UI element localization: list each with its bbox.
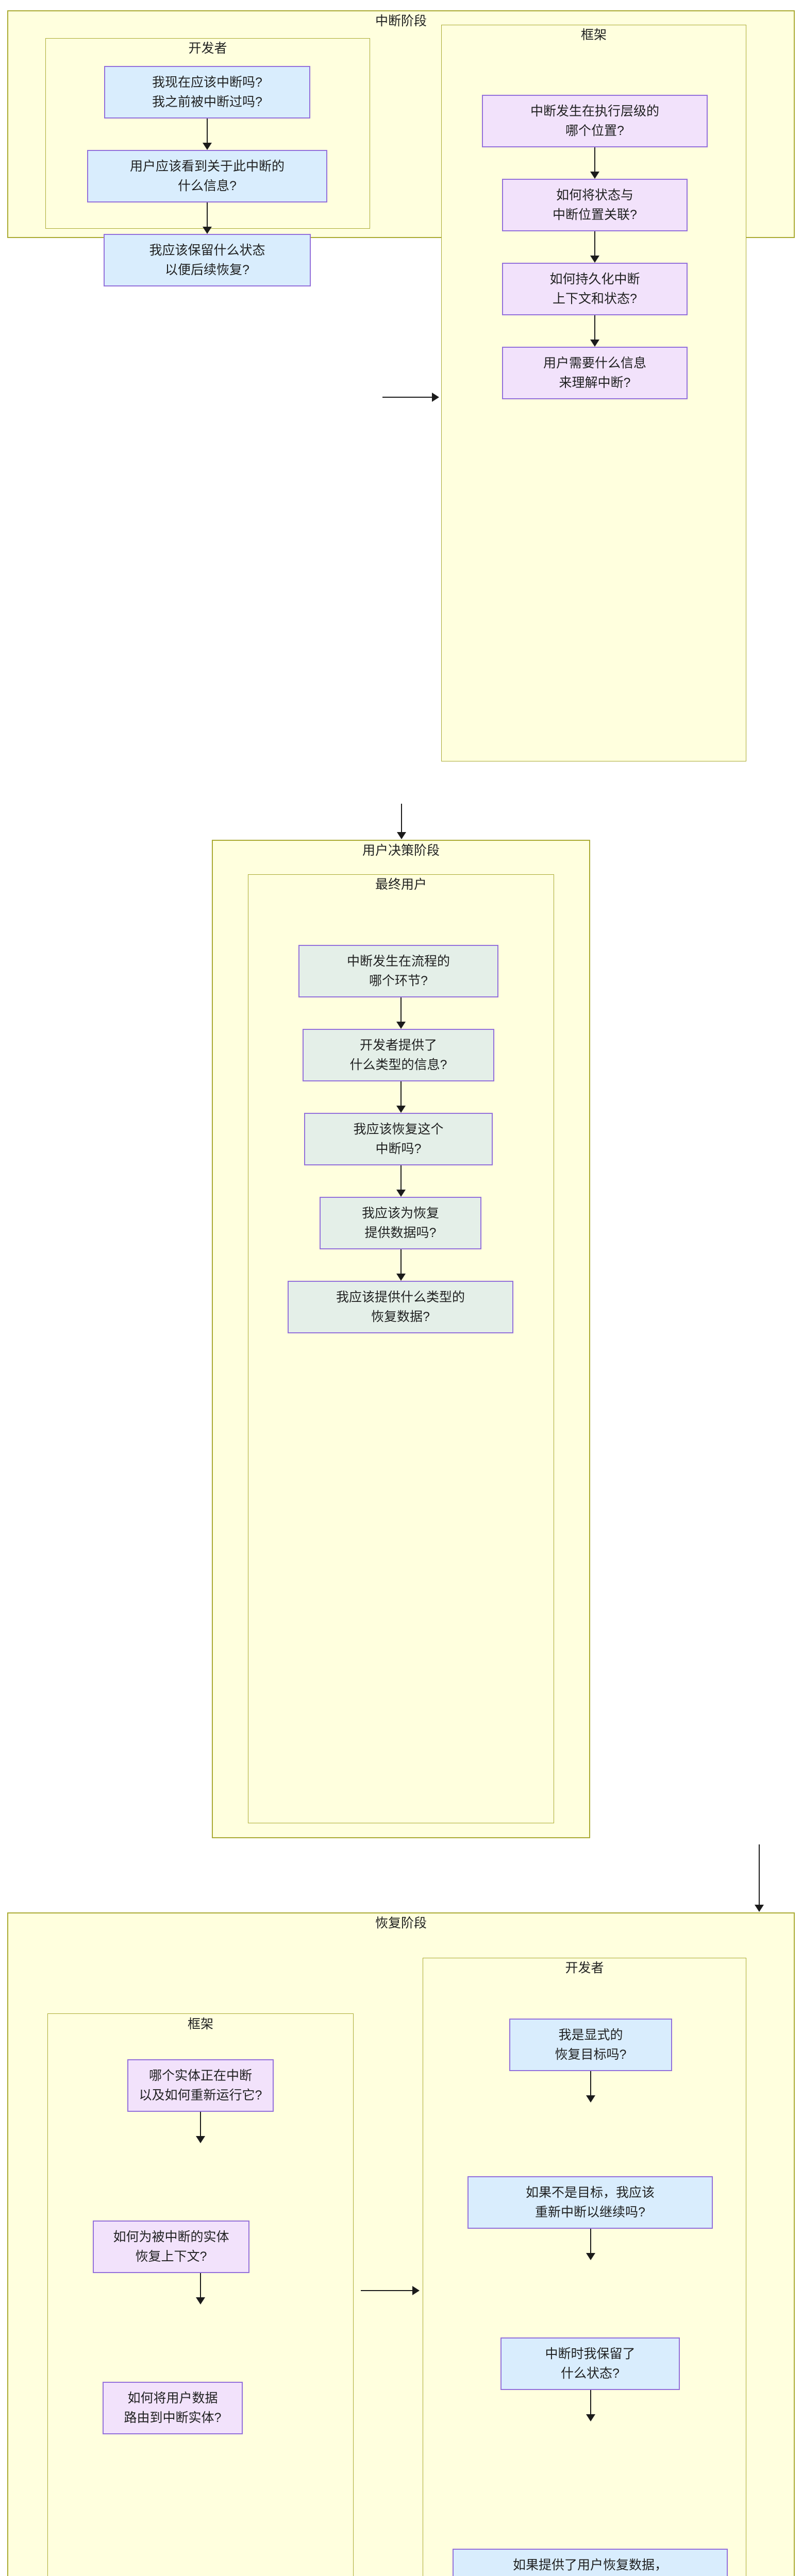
node-u1-label: 中断发生在流程的 哪个环节?	[346, 954, 450, 988]
edge-f1-f2-arrowhead	[590, 172, 599, 179]
edge-rf2-rf3-arrowhead	[196, 2297, 205, 2304]
node-d1-label: 我现在应该中断吗? 我之前被中断过吗?	[152, 75, 262, 109]
edge-phase2-to-phase3-seg1	[759, 1844, 760, 1906]
edge-f3-f4	[594, 315, 595, 341]
edge-phase1-to-phase2	[401, 804, 402, 834]
node-d2-label: 用户应该看到关于此中断的 什么信息?	[129, 159, 285, 193]
edge-u4-u5	[400, 1249, 402, 1275]
edge-rf1-rf2-arrowhead	[196, 2136, 205, 2143]
node-rd4[interactable]: 如果提供了用户恢复数据， 该如何处理?	[453, 2549, 728, 2576]
edge-framework-to-developer-phase3-arrowhead	[412, 2286, 420, 2295]
node-d3[interactable]: 我应该保留什么状态 以便后续恢复?	[104, 234, 311, 286]
edge-rd3-rd4	[590, 2390, 591, 2416]
cluster-title-phase-user-decision: 用户决策阶段	[362, 843, 440, 858]
cluster-title-phase-interruption: 中断阶段	[375, 14, 427, 28]
node-rd3-label: 中断时我保留了 什么状态?	[545, 2347, 636, 2381]
node-rf3[interactable]: 如何将用户数据 路由到中断实体?	[103, 2382, 243, 2434]
edge-u2-u3-arrowhead	[396, 1106, 406, 1113]
edge-rd2-rd3-arrowhead	[586, 2253, 595, 2260]
edge-d1-d2	[207, 118, 208, 144]
edge-rf1-rf2	[200, 2112, 201, 2138]
edge-d2-d3	[207, 202, 208, 228]
node-f4-label: 用户需要什么信息 来理解中断?	[543, 356, 646, 390]
edge-rf2-rf3	[200, 2273, 201, 2299]
edge-rd2-rd3	[590, 2229, 591, 2255]
edge-u2-u3	[400, 1081, 402, 1107]
edge-f3-f4-arrowhead	[590, 340, 599, 347]
node-rf1[interactable]: 哪个实体正在中断 以及如何重新运行它?	[127, 2059, 274, 2112]
node-u4[interactable]: 我应该为恢复 提供数据吗?	[320, 1197, 481, 1249]
edge-d2-d3-arrowhead	[203, 227, 212, 234]
edge-u1-u2	[400, 997, 402, 1023]
node-u5[interactable]: 我应该提供什么类型的 恢复数据?	[288, 1281, 513, 1333]
edge-phase1-to-phase2-arrowhead	[397, 832, 406, 839]
cluster-title-phase-resume: 恢复阶段	[375, 1916, 427, 1930]
edge-d1-d2-arrowhead	[203, 143, 212, 150]
node-u2-label: 开发者提供了 什么类型的信息?	[349, 1038, 447, 1072]
edge-f2-f3	[594, 231, 595, 257]
node-f4[interactable]: 用户需要什么信息 来理解中断?	[502, 347, 688, 399]
edge-framework-to-developer-phase3	[361, 2290, 412, 2291]
cluster-title-framework-phase1: 框架	[580, 28, 607, 42]
node-rd4-label: 如果提供了用户恢复数据， 该如何处理?	[512, 2558, 667, 2572]
node-rf2[interactable]: 如何为被中断的实体 恢复上下文?	[93, 2221, 249, 2273]
node-rd1-label: 我是显式的 恢复目标吗?	[555, 2028, 627, 2062]
edge-u4-u5-arrowhead	[396, 1274, 406, 1281]
node-f1-label: 中断发生在执行层级的 哪个位置?	[530, 104, 659, 138]
edge-f2-f3-arrowhead	[590, 256, 599, 263]
edge-f1-f2	[594, 147, 595, 173]
node-rd3[interactable]: 中断时我保留了 什么状态?	[500, 2337, 680, 2390]
node-u5-label: 我应该提供什么类型的 恢复数据?	[336, 1290, 465, 1324]
node-u3-label: 我应该恢复这个 中断吗?	[353, 1122, 444, 1156]
edge-u3-u4	[400, 1165, 402, 1191]
node-f1[interactable]: 中断发生在执行层级的 哪个位置?	[482, 95, 708, 147]
edge-developer-to-framework-phase1-arrowhead	[432, 393, 439, 402]
node-f3[interactable]: 如何持久化中断 上下文和状态?	[502, 263, 688, 315]
edge-phase2-to-phase3-arrowhead	[755, 1905, 764, 1912]
node-d1[interactable]: 我现在应该中断吗? 我之前被中断过吗?	[104, 66, 310, 118]
edge-developer-to-framework-phase1	[382, 397, 432, 398]
node-f2-label: 如何将状态与 中断位置关联?	[553, 188, 637, 222]
node-d2[interactable]: 用户应该看到关于此中断的 什么信息?	[87, 150, 327, 202]
node-u2[interactable]: 开发者提供了 什么类型的信息?	[303, 1029, 494, 1081]
edge-rd3-rd4-arrowhead	[586, 2414, 595, 2421]
node-f2[interactable]: 如何将状态与 中断位置关联?	[502, 179, 688, 231]
edge-u1-u2-arrowhead	[396, 1022, 406, 1029]
cluster-title-end-user: 最终用户	[375, 877, 427, 892]
node-rd1[interactable]: 我是显式的 恢复目标吗?	[509, 2019, 672, 2071]
edge-rd1-rd2	[590, 2071, 591, 2097]
cluster-title-developer-phase1: 开发者	[188, 41, 227, 56]
cluster-title-developer-phase3: 开发者	[565, 1961, 604, 1975]
node-rd2-label: 如果不是目标，我应该 重新中断以继续吗?	[525, 2185, 655, 2219]
node-rf3-label: 如何将用户数据 路由到中断实体?	[124, 2391, 222, 2425]
edge-u3-u4-arrowhead	[396, 1190, 406, 1197]
node-u1[interactable]: 中断发生在流程的 哪个环节?	[298, 945, 498, 997]
node-f3-label: 如何持久化中断 上下文和状态?	[549, 272, 640, 306]
node-rd2[interactable]: 如果不是目标，我应该 重新中断以继续吗?	[467, 2176, 713, 2229]
node-d3-label: 我应该保留什么状态 以便后续恢复?	[149, 243, 265, 277]
node-rf1-label: 哪个实体正在中断 以及如何重新运行它?	[139, 2069, 262, 2103]
node-u4-label: 我应该为恢复 提供数据吗?	[361, 1206, 439, 1240]
node-rf2-label: 如何为被中断的实体 恢复上下文?	[113, 2230, 229, 2264]
cluster-title-framework-phase3: 框架	[187, 2017, 213, 2031]
edge-rd1-rd2-arrowhead	[586, 2095, 595, 2103]
node-u3[interactable]: 我应该恢复这个 中断吗?	[304, 1113, 493, 1165]
